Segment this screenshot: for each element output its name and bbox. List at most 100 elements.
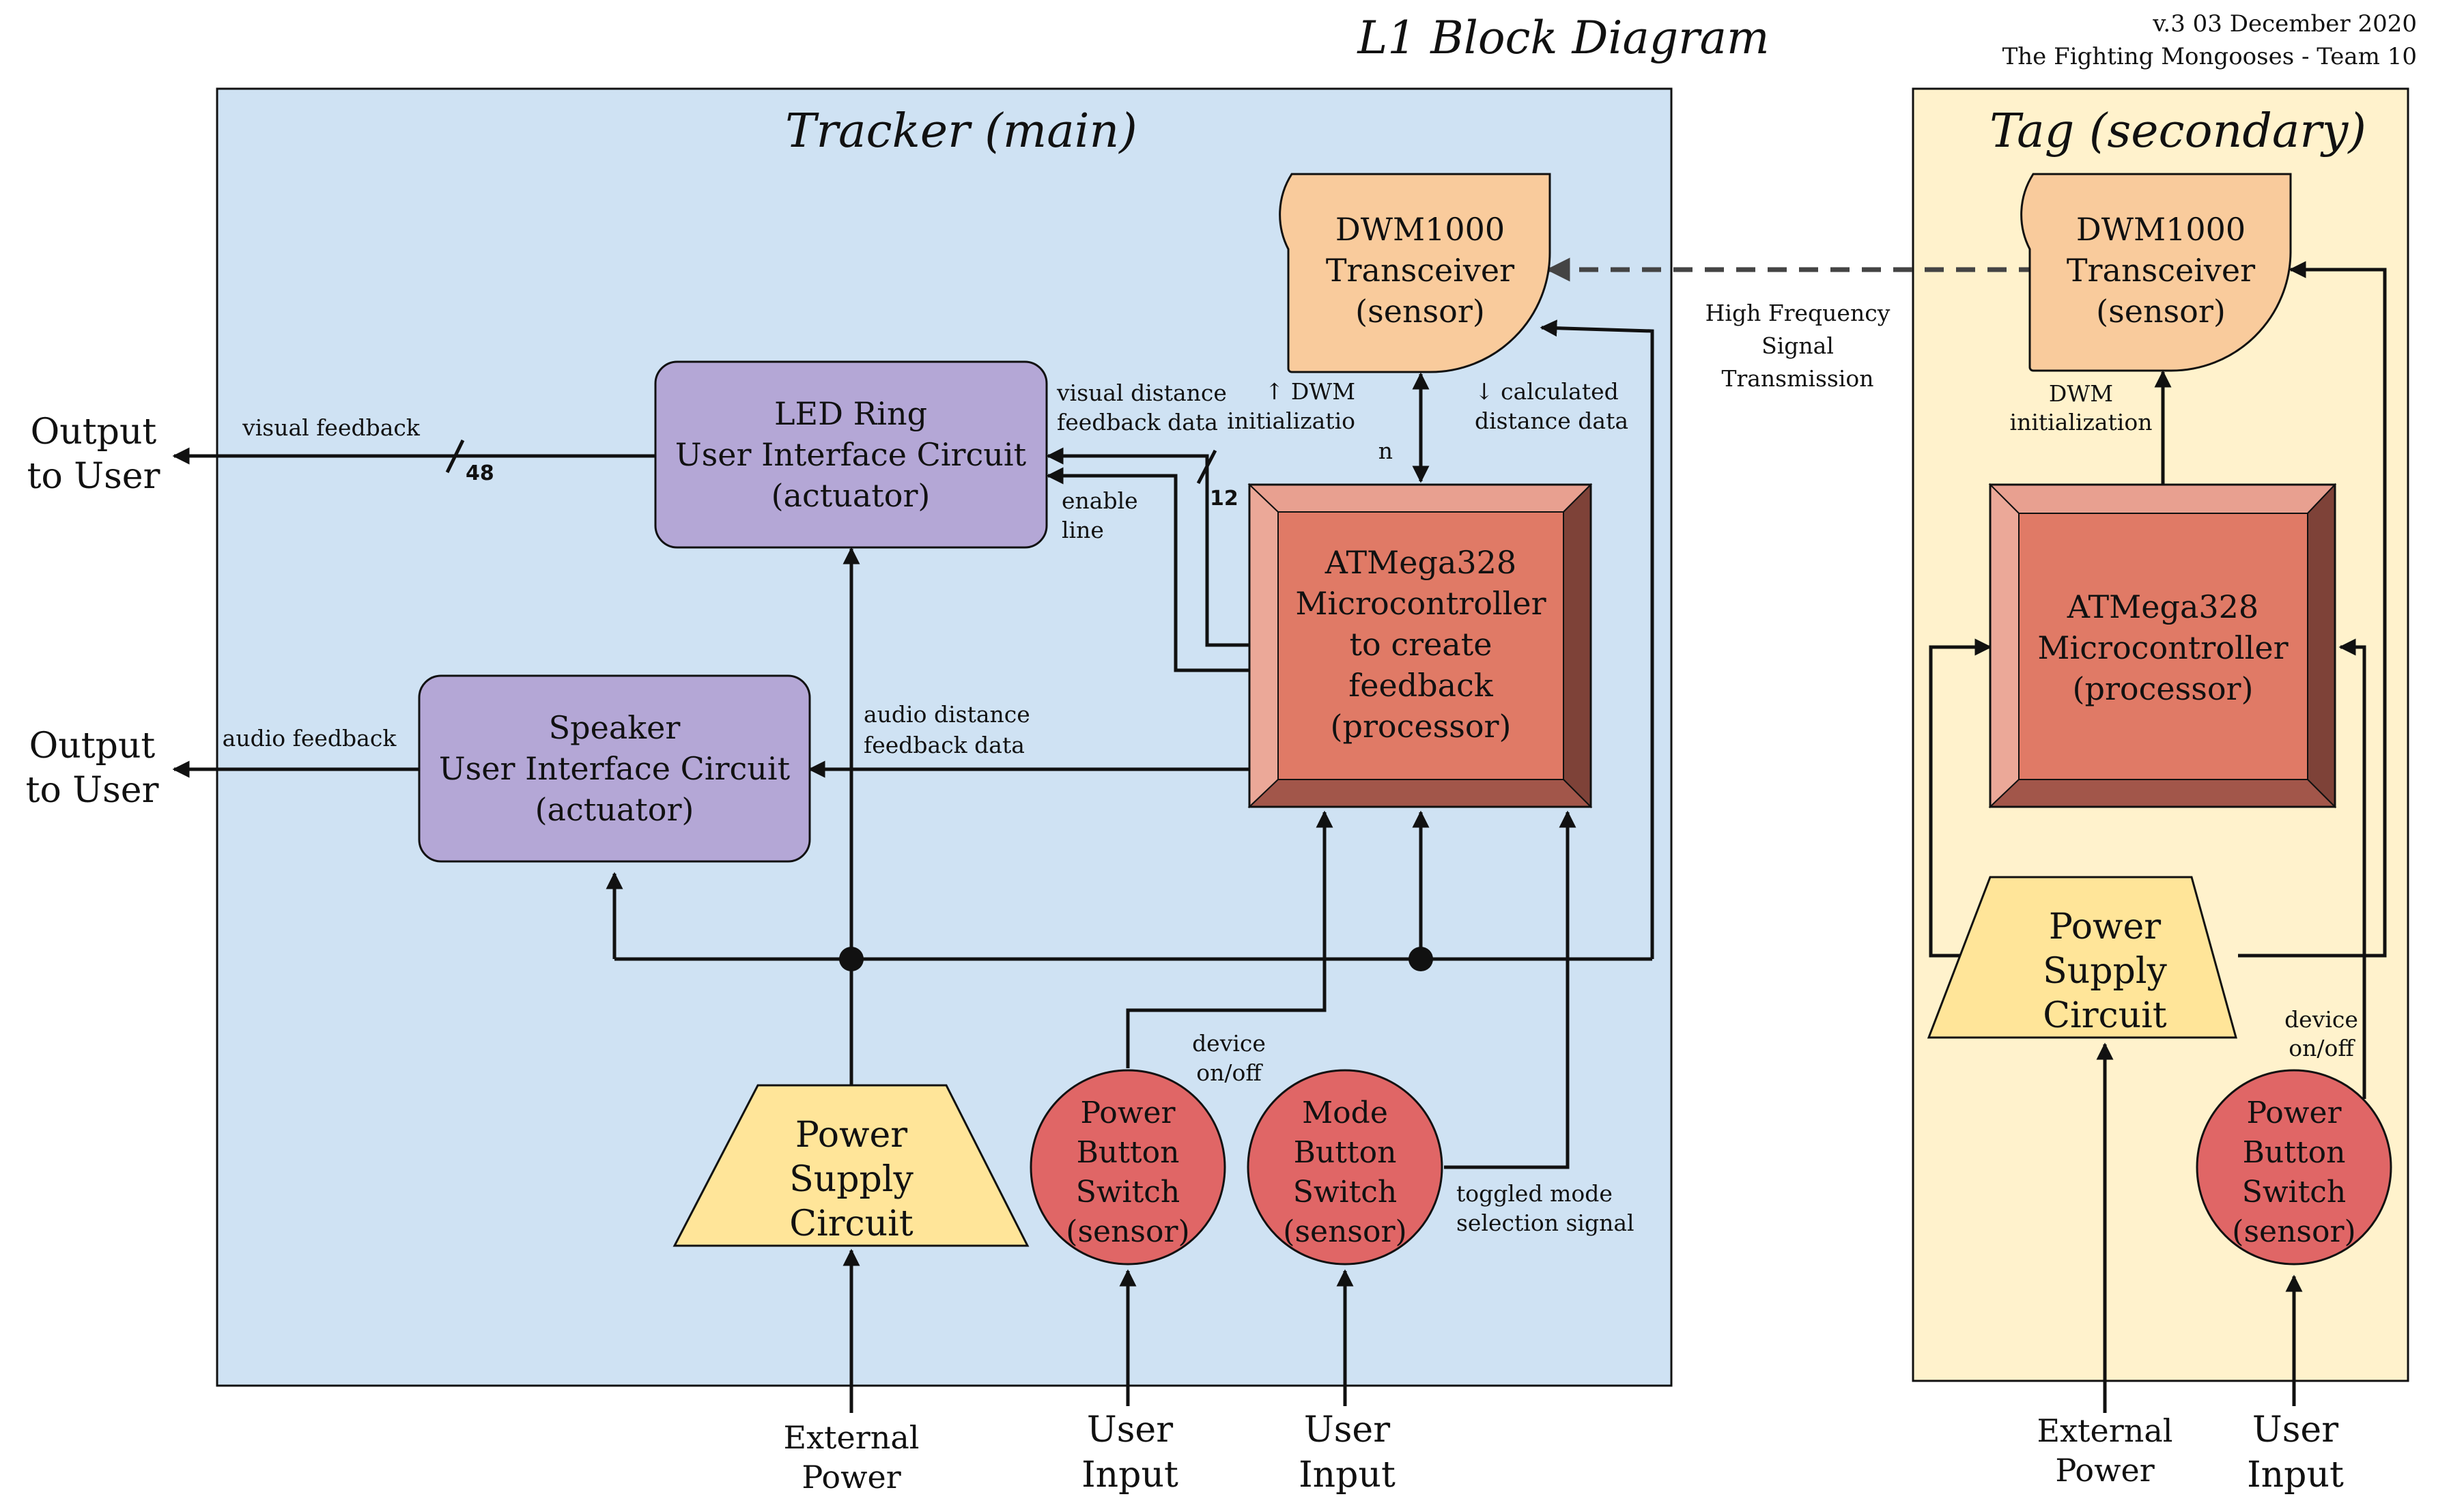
bus-width-12: 12: [1210, 487, 1238, 511]
svg-text:audio distance: audio distance: [864, 701, 1030, 728]
svg-text:User: User: [2252, 1410, 2338, 1450]
svg-text:feedback: feedback: [1348, 667, 1494, 704]
svg-text:to User: to User: [27, 456, 160, 497]
team-label: The Fighting Mongooses - Team 10: [2002, 43, 2417, 70]
led-ring-label: LED Ring User Interface Circuit (actuato…: [675, 395, 1027, 514]
svg-text:↑ DWM: ↑ DWM: [1265, 378, 1355, 405]
svg-text:Power: Power: [2049, 906, 2161, 947]
bus-slash-48: [445, 439, 465, 474]
svg-text:Supply: Supply: [789, 1159, 914, 1200]
svg-text:DWM: DWM: [2049, 380, 2113, 407]
svg-text:(actuator): (actuator): [771, 477, 931, 514]
tag-mcu-label: ATMega328 Microcontroller (processor): [2037, 588, 2288, 707]
svg-text:line: line: [1062, 517, 1104, 543]
svg-text:selection signal: selection signal: [1456, 1210, 1634, 1236]
svg-text:(sensor): (sensor): [2232, 1214, 2355, 1249]
diagram-title: L1 Block Diagram: [1357, 12, 1769, 64]
svg-text:Transmission: Transmission: [1721, 365, 1873, 392]
svg-text:to create: to create: [1350, 626, 1492, 663]
svg-text:to User: to User: [26, 770, 159, 811]
svg-text:(sensor): (sensor): [1066, 1214, 1189, 1249]
wire-tag-power-to-mcu: [1929, 638, 1992, 958]
audio-distance-label: audio distance feedback data: [864, 701, 1030, 758]
svg-text:External: External: [2037, 1412, 2173, 1449]
tag-dwm-transceiver: [2020, 173, 2292, 372]
version-label: v.3 03 December 2020: [2152, 10, 2417, 38]
tracker-title: Tracker (main): [785, 104, 1137, 158]
audio-output-label: Output to User: [26, 726, 159, 811]
speaker-label: Speaker User Interface Circuit (actuator…: [439, 709, 791, 828]
wire-tag-power-to-dwm: [2238, 261, 2387, 958]
svg-text:Switch: Switch: [2242, 1175, 2347, 1210]
audio-feedback-label: audio feedback: [223, 725, 397, 752]
visual-output-label: Output to User: [27, 412, 160, 497]
svg-text:on/off: on/off: [1196, 1059, 1263, 1086]
svg-text:↓ calculated: ↓ calculated: [1475, 378, 1619, 405]
svg-text:Transceiver: Transceiver: [2067, 252, 2255, 289]
tag-power-supply: [1927, 876, 2237, 1039]
svg-text:initialization: initialization: [2010, 409, 2153, 435]
junction-dot: [839, 947, 864, 971]
svg-text:Speaker: Speaker: [549, 709, 681, 746]
svg-text:n: n: [1378, 438, 1393, 464]
calculated-distance-label: ↓ calculated distance data: [1475, 378, 1628, 434]
svg-text:(sensor): (sensor): [2096, 293, 2226, 330]
svg-text:feedback data: feedback data: [864, 732, 1025, 758]
svg-text:Transceiver: Transceiver: [1326, 252, 1514, 289]
svg-text:Button: Button: [2243, 1135, 2346, 1170]
visual-distance-label: visual distance feedback data: [1056, 380, 1227, 435]
svg-text:Mode: Mode: [1302, 1096, 1388, 1130]
svg-text:Power: Power: [1080, 1096, 1176, 1130]
svg-text:Microcontroller: Microcontroller: [2037, 629, 2288, 666]
svg-text:Input: Input: [2247, 1455, 2344, 1496]
toggled-mode-label: toggled mode selection signal: [1456, 1180, 1634, 1236]
tag-dwm-init-label: DWM initialization: [2010, 380, 2153, 435]
svg-text:User: User: [1087, 1410, 1173, 1450]
svg-text:User: User: [1304, 1410, 1390, 1450]
dwm-init-label: ↑ DWM initializatio n: [1227, 378, 1393, 464]
svg-text:(processor): (processor): [2073, 670, 2254, 707]
tag-title: Tag (secondary): [1989, 104, 2366, 158]
tracker-mcu: [1247, 483, 1593, 809]
svg-text:Switch: Switch: [1076, 1175, 1180, 1210]
svg-text:Power: Power: [2055, 1452, 2154, 1489]
svg-text:Output: Output: [29, 726, 156, 767]
svg-text:Circuit: Circuit: [789, 1203, 914, 1244]
svg-text:enable: enable: [1062, 487, 1138, 514]
visual-feedback-label: visual feedback: [242, 414, 421, 441]
svg-text:DWM1000: DWM1000: [2076, 211, 2246, 248]
svg-text:visual distance: visual distance: [1056, 380, 1227, 406]
wire-tag-button-to-mcu: [2338, 638, 2366, 1099]
tracker-mode-user-input-label: User Input: [1299, 1410, 1396, 1496]
tag-user-input-label: User Input: [2247, 1410, 2344, 1496]
svg-text:(sensor): (sensor): [1283, 1214, 1406, 1249]
tag-mcu: [1988, 483, 2337, 809]
svg-text:toggled mode: toggled mode: [1456, 1180, 1613, 1207]
speaker-circuit: [418, 674, 811, 863]
bus-width-48: 48: [466, 461, 494, 485]
svg-text:Signal: Signal: [1761, 332, 1834, 359]
svg-text:distance data: distance data: [1475, 408, 1628, 434]
svg-text:Power: Power: [2246, 1096, 2342, 1130]
svg-text:Circuit: Circuit: [2043, 995, 2167, 1036]
tracker-mode-button: [1247, 1069, 1443, 1266]
wire-mode-button-to-mcu: [1444, 810, 1576, 1169]
svg-text:initializatio: initializatio: [1227, 408, 1355, 434]
high-frequency-link-label: High Frequency Signal Transmission: [1705, 300, 1891, 392]
svg-text:Input: Input: [1081, 1455, 1178, 1496]
svg-text:DWM1000: DWM1000: [1335, 211, 1505, 248]
wire-rail-to-dwm: [1540, 319, 1654, 959]
svg-text:User Interface Circuit: User Interface Circuit: [439, 750, 791, 787]
tag-device-onoff-label: device on/off: [2284, 1006, 2358, 1061]
svg-text:(actuator): (actuator): [535, 791, 694, 828]
wire-power-button-to-mcu: [1126, 810, 1333, 1068]
tracker-mcu-label: ATMega328 Microcontroller to create feed…: [1295, 544, 1546, 745]
svg-text:Microcontroller: Microcontroller: [1295, 585, 1546, 622]
svg-text:Button: Button: [1077, 1135, 1180, 1170]
svg-text:Switch: Switch: [1293, 1175, 1398, 1210]
svg-text:ATMega328: ATMega328: [1325, 544, 1516, 581]
svg-text:High Frequency: High Frequency: [1705, 300, 1891, 326]
bus-slash-12: [1196, 449, 1217, 485]
tracker-power-button-label: Power Button Switch (sensor): [1066, 1096, 1189, 1249]
tracker-power-user-input-label: User Input: [1081, 1410, 1178, 1496]
